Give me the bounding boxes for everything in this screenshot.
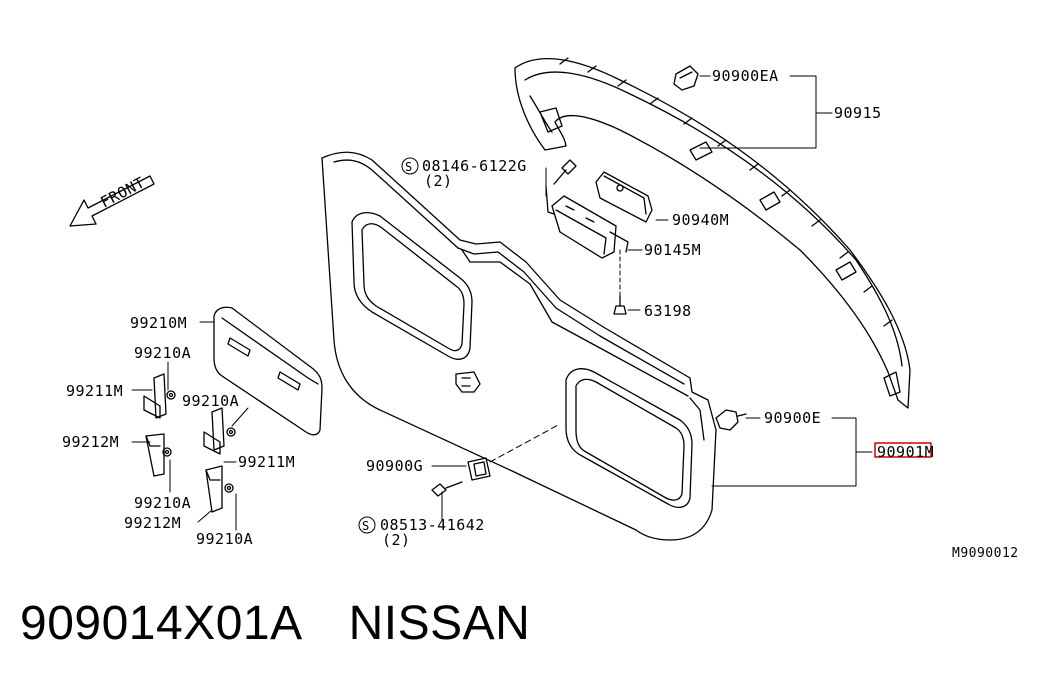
label-63198: 63198 [644,302,692,320]
label-90940M: 90940M [672,211,729,229]
highlight-box [874,442,932,458]
bracket-99212M-right-part [205,465,223,513]
screw-08513-part [431,481,463,497]
s-symbol-icon-2: S [358,516,376,534]
clip-90900G-part [467,457,491,481]
label-90900G: 90900G [366,457,423,475]
label-90915: 90915 [834,104,882,122]
svg-text:S: S [405,160,412,174]
handle-trim-99210M-part [213,306,323,436]
reference-code: M9090012 [952,546,1019,561]
screw-08146-part [553,159,577,185]
back-door-panel-part [321,151,717,541]
clip-90900EA-part [673,65,699,91]
clip-63198-part [613,295,627,315]
front-arrow-icon [69,175,155,227]
label-99210A-2: 99210A [182,392,239,410]
s-symbol-icon: S [401,157,419,175]
label-99210A-3: 99210A [134,494,191,512]
label-99210A-4: 99210A [196,530,253,548]
label-90900E: 90900E [764,409,821,427]
bracket-99211M-left-part [143,373,167,419]
label-08513-qty: (2) [382,531,411,549]
label-90901M: 90901M [877,443,934,461]
front-label: FRONT [97,173,148,211]
label-08146-6122G: 08146-6122G [422,157,527,175]
label-99210A-1: 99210A [134,344,191,362]
lamp-90940M-part [595,171,653,223]
upper-finisher-part [514,57,911,409]
label-08513-41642: 08513-41642 [380,516,485,534]
label-99212M-2: 99212M [124,514,181,532]
bracket-99211M-right-part [203,407,225,455]
clip-90900E-part [715,409,747,431]
bracket-90145M-part [545,185,629,259]
svg-text:S: S [362,519,369,533]
label-99211M-2: 99211M [238,453,295,471]
bracket-99212M-left-part [145,433,165,477]
label-90900EA: 90900EA [712,67,779,85]
nut-99210A-parts [162,390,236,493]
label-99210M: 99210M [130,314,187,332]
leader-lines [131,75,873,531]
part-number: 909014X01A [20,597,303,650]
brand-name: NISSAN [348,597,531,650]
label-08146-qty: (2) [424,172,453,190]
label-99211M-1: 99211M [66,382,123,400]
label-99212M-1: 99212M [62,433,119,451]
label-90145M: 90145M [644,241,701,259]
part-caption: 909014X01A NISSAN [20,596,576,651]
